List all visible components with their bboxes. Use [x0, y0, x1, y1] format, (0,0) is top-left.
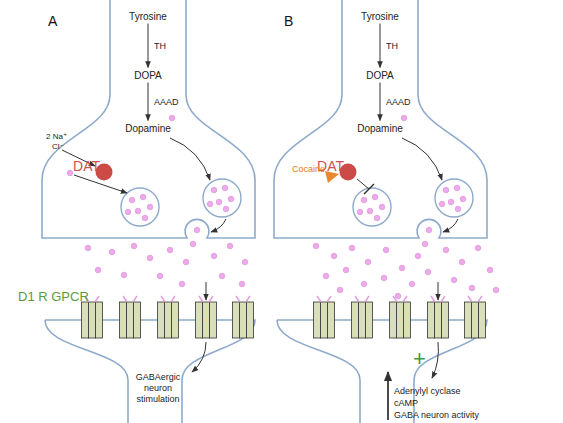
enzyme-label: TH [386, 41, 398, 51]
dopamine-dot [121, 272, 127, 278]
dopamine-dot [85, 245, 91, 251]
dopamine-dot [337, 287, 343, 293]
dopamine-dot [131, 243, 137, 249]
molecule-name: Dopamine [357, 123, 403, 134]
signal-arrow [192, 342, 206, 372]
molecule-name: DOPA [366, 70, 394, 81]
transporter-label: DAT [73, 158, 100, 174]
dopamine-dot [147, 255, 153, 261]
dopamine-dot [425, 269, 431, 275]
dopamine-dot [227, 243, 233, 249]
enzyme-label: AAAD [154, 97, 179, 107]
dopamine-dot [313, 243, 319, 249]
pathway-arrow [380, 83, 381, 121]
inhibition-bar [364, 184, 374, 194]
dopamine-dot [469, 285, 475, 291]
drug-label: Cocaine [292, 164, 325, 174]
inhibition-line [357, 179, 369, 189]
annotation-text: A [48, 13, 57, 30]
molecule-name: Tyrosine [129, 11, 167, 22]
dopamine-dot [157, 273, 163, 279]
dopamine-dot [323, 273, 329, 279]
dopamine-dot [409, 281, 415, 287]
synapse-panel-b [274, 0, 487, 423]
annotation-text: GABAergic neuron stimulation [122, 372, 194, 405]
annotation-text: cAMP [394, 398, 418, 409]
dopamine-dot [179, 281, 185, 287]
enzyme-label: AAAD [386, 97, 411, 107]
dopamine-dot [242, 259, 248, 265]
dopamine-dot [67, 170, 73, 176]
dopamine-dot [219, 273, 225, 279]
dopamine-dot [109, 249, 115, 255]
molecule-node: Dopamine [123, 122, 173, 135]
signal-arrow [432, 342, 438, 378]
pathway-arrow [148, 24, 149, 68]
pathway-arrow [148, 83, 149, 121]
annotation-text: GABA neuron activity [394, 410, 479, 421]
drug-fill [325, 171, 339, 183]
dopamine-dot [395, 293, 401, 299]
drug-triangle: Cocaine [325, 170, 339, 184]
dopamine-dot [383, 247, 389, 253]
transporter-circle: DAT [95, 163, 113, 181]
annotation-text: B [284, 13, 293, 30]
annotation-text: Adenylyl cyclase [394, 386, 461, 397]
dopamine-dot [211, 253, 217, 259]
dopamine-dot [167, 247, 173, 253]
dopamine-dot [451, 277, 457, 283]
annotation-text: Cl⁻ [52, 142, 64, 152]
dopamine-dot [381, 275, 387, 281]
molecule-node: Dopamine [355, 122, 405, 135]
molecule-name: DOPA [134, 70, 162, 81]
synapse-panel-a [42, 0, 255, 423]
molecule-node: Tyrosine [127, 10, 169, 23]
dopamine-dot [365, 259, 371, 265]
dopamine-dot [343, 267, 349, 273]
dopamine-dot [443, 247, 449, 253]
dopamine-dot [239, 281, 245, 287]
dopamine-dot [361, 281, 367, 287]
dopamine-dot [459, 259, 465, 265]
dopamine-dot [183, 259, 189, 265]
molecule-node: Tyrosine [359, 10, 401, 23]
dopamine-dot [475, 245, 481, 251]
enzyme-label: TH [154, 41, 166, 51]
transporter-circle: DAT [339, 163, 357, 181]
dopamine-dot [349, 245, 355, 251]
annotation-text: D1 R GPCR [18, 289, 89, 305]
dopamine-dot [493, 287, 499, 293]
molecule-node: DOPA [364, 69, 396, 82]
dopamine-dot [415, 253, 421, 259]
increase-arrow [387, 372, 389, 420]
annotation-text: + [413, 346, 426, 372]
dopamine-dot [487, 267, 493, 273]
molecule-name: Dopamine [125, 123, 171, 134]
pathway-arrow [380, 24, 381, 68]
molecule-node: DOPA [132, 69, 164, 82]
dopamine-dot [399, 265, 405, 271]
dopamine-dot [331, 253, 337, 259]
annotation-text: 2 Na⁺ [46, 132, 67, 142]
dopamine-dot [95, 267, 101, 273]
molecule-name: Tyrosine [361, 11, 399, 22]
drug-shape [325, 170, 339, 184]
